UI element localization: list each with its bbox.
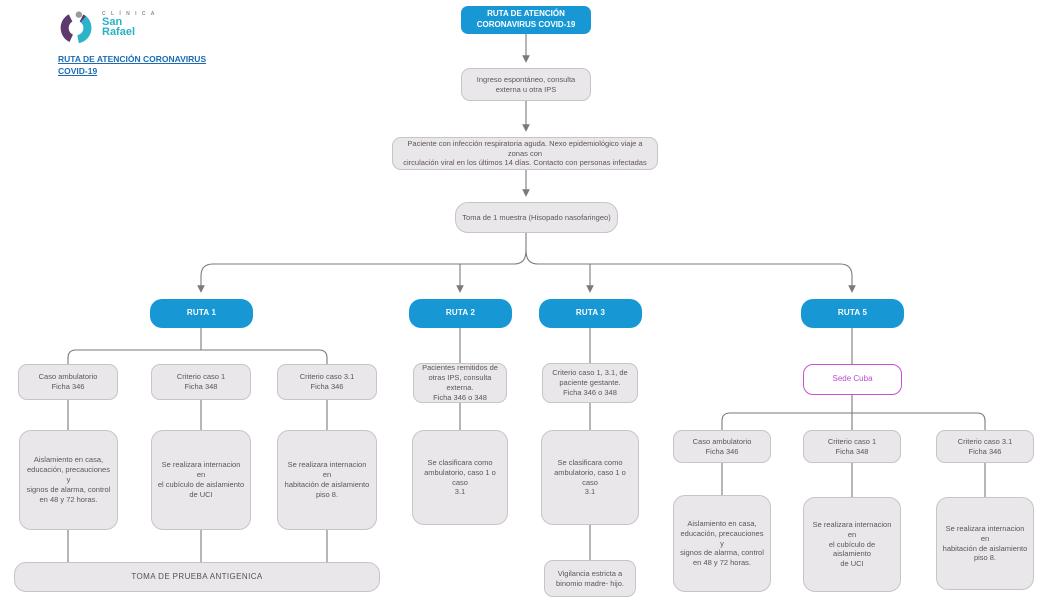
ruta3-footer: Vigilancia estricta a binomio madre- hij…	[544, 560, 636, 597]
logo-dot	[75, 11, 83, 18]
ruta1-header: RUTA 1	[150, 299, 253, 328]
ruta1-action-2: Se realizara internacion en el cubículo …	[151, 430, 251, 530]
clinic-brand-text: C L Í N I C A San Rafael	[102, 8, 156, 38]
ruta3-criteria: Criterio caso 1, 3.1, de paciente gestan…	[542, 363, 638, 403]
ruta1-criteria-1: Caso ambulatorio Ficha 346	[18, 364, 118, 400]
ingreso-node: Ingreso espontáneo, consulta externa u o…	[461, 68, 591, 101]
clinic-logo-mark	[60, 9, 92, 44]
ruta5-action-3: Se realizara internacion en habitación d…	[936, 497, 1034, 590]
ruta1-action-1: Aislamiento en casa, educación, precauci…	[19, 430, 118, 530]
ruta5-criteria-1: Caso ambulatorio Ficha 346	[673, 430, 771, 463]
paciente-node: Paciente con infección respiratoria agud…	[392, 137, 658, 170]
ruta3-action: Se clasificara como ambulatorio, caso 1 …	[541, 430, 639, 525]
clinic-name-bottom: Rafael	[102, 26, 136, 39]
ruta5-action-2: Se realizara internacion en el cubículo …	[803, 497, 901, 592]
ruta1-action-3: Se realizara internacion en habitación d…	[277, 430, 377, 530]
ruta5-sede-cuba: Sede Cuba	[803, 364, 902, 395]
document-title-link[interactable]: RUTA DE ATENCIÓN CORONAVIRUS COVID-19	[58, 54, 207, 77]
clinic-logo: C L Í N I C A San Rafael	[58, 8, 156, 46]
ruta5-action-1: Aislamiento en casa, educación, precauci…	[673, 495, 771, 592]
ruta5-header: RUTA 5	[801, 299, 904, 328]
ruta5-criteria-3: Criterio caso 3.1 Ficha 346	[936, 430, 1034, 463]
ruta1-criteria-3: Criterio caso 3.1 Ficha 346	[277, 364, 377, 400]
ruta5-criteria-2: Criterio caso 1 Ficha 348	[803, 430, 901, 463]
ruta1-criteria-2: Criterio caso 1 Ficha 348	[151, 364, 251, 400]
start-node: RUTA DE ATENCIÓN CORONAVIRUS COVID-19	[461, 6, 591, 34]
ruta1-footer: TOMA DE PRUEBA ANTIGENICA	[14, 562, 380, 592]
toma-muestra-node: Toma de 1 muestra (Hisopado nasofaringeo…	[455, 202, 618, 233]
clinic-label: C L Í N I C A	[102, 11, 157, 17]
clinic-name-top: San	[102, 16, 123, 28]
ruta2-action: Se clasificara como ambulatorio, caso 1 …	[412, 430, 508, 525]
ruta3-header: RUTA 3	[539, 299, 642, 328]
ruta2-criteria: Pacientes remitidos de otras IPS, consul…	[413, 363, 507, 403]
ruta2-header: RUTA 2	[409, 299, 512, 328]
